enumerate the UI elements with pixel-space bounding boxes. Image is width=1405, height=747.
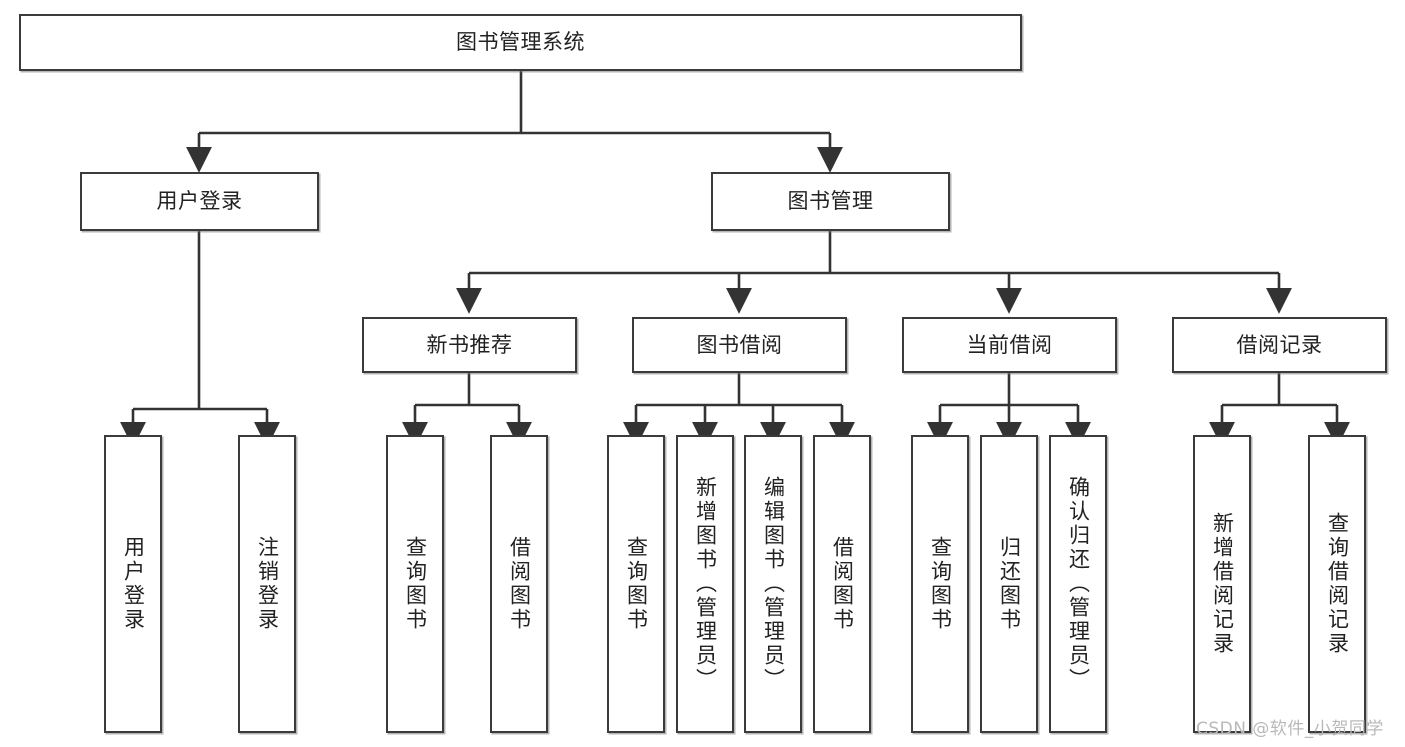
node-leaf-query-book-1[interactable]: 查询图书	[386, 435, 444, 733]
node-leaf-add-record[interactable]: 新增借阅记录	[1193, 435, 1251, 733]
node-leaf-return-book-label: 归还图书	[997, 536, 1022, 632]
node-leaf-borrow-book-1[interactable]: 借阅图书	[490, 435, 548, 733]
node-book-manage-label: 图书管理	[787, 189, 874, 214]
node-book-manage[interactable]: 图书管理	[711, 172, 950, 231]
node-root-label: 图书管理系统	[456, 30, 585, 55]
node-leaf-query-book-3-label: 查询图书	[928, 536, 953, 632]
node-leaf-borrow-book-2[interactable]: 借阅图书	[813, 435, 871, 733]
node-leaf-confirm-return[interactable]: 确认归还（管理员）	[1049, 435, 1107, 733]
node-current-borrow[interactable]: 当前借阅	[902, 317, 1117, 373]
node-user-login[interactable]: 用户登录	[80, 172, 319, 231]
node-leaf-return-book[interactable]: 归还图书	[980, 435, 1038, 733]
node-leaf-borrow-book-1-label: 借阅图书	[507, 536, 532, 632]
node-new-book-recommend-label: 新书推荐	[426, 332, 513, 357]
node-borrow-record[interactable]: 借阅记录	[1172, 317, 1387, 373]
node-root[interactable]: 图书管理系统	[19, 14, 1022, 71]
node-leaf-user-login-label: 用户登录	[121, 536, 146, 632]
node-book-borrow-label: 图书借阅	[696, 332, 783, 357]
node-leaf-edit-book-label: 编辑图书（管理员）	[761, 476, 786, 692]
node-leaf-add-book[interactable]: 新增图书（管理员）	[676, 435, 734, 733]
node-current-borrow-label: 当前借阅	[966, 332, 1053, 357]
node-leaf-query-record-label: 查询借阅记录	[1325, 512, 1350, 656]
node-leaf-user-login[interactable]: 用户登录	[104, 435, 162, 733]
node-book-borrow[interactable]: 图书借阅	[632, 317, 847, 373]
node-borrow-record-label: 借阅记录	[1236, 332, 1323, 357]
node-leaf-add-record-label: 新增借阅记录	[1210, 512, 1235, 656]
node-leaf-borrow-book-2-label: 借阅图书	[830, 536, 855, 632]
node-leaf-query-book-2-label: 查询图书	[624, 536, 649, 632]
node-new-book-recommend[interactable]: 新书推荐	[362, 317, 577, 373]
node-leaf-query-book-3[interactable]: 查询图书	[911, 435, 969, 733]
csdn-watermark: CSDN @软件_小贺同学	[1196, 719, 1384, 739]
node-leaf-query-book-2[interactable]: 查询图书	[607, 435, 665, 733]
node-leaf-confirm-return-label: 确认归还（管理员）	[1066, 476, 1091, 692]
node-leaf-query-record[interactable]: 查询借阅记录	[1308, 435, 1366, 733]
node-leaf-logout-login-label: 注销登录	[255, 536, 280, 632]
node-leaf-logout-login[interactable]: 注销登录	[238, 435, 296, 733]
node-leaf-edit-book[interactable]: 编辑图书（管理员）	[744, 435, 802, 733]
node-leaf-query-book-1-label: 查询图书	[403, 536, 428, 632]
node-leaf-add-book-label: 新增图书（管理员）	[693, 476, 718, 692]
node-user-login-label: 用户登录	[156, 189, 243, 214]
